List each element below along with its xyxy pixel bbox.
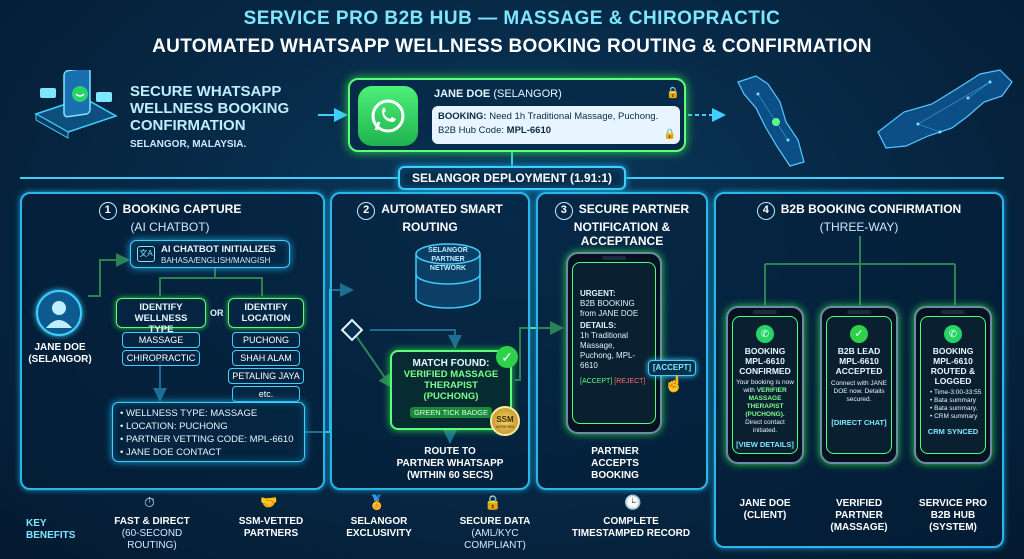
benefit-fast: FAST & DIRECT (60-SECOND ROUTING) [114, 516, 190, 551]
user-icon [36, 290, 82, 336]
lock-icon: 🔒 [484, 494, 502, 510]
step-number: 4 [756, 202, 775, 220]
system-label: SERVICE PRO B2B HUB (SYSTEM) [918, 498, 988, 533]
reject-button[interactable]: [REJECT] [614, 378, 646, 385]
benefit-record: COMPLETE TIMESTAMPED RECORD [571, 516, 691, 539]
partner-accepts-label: PARTNER ACCEPTS BOOKING [591, 446, 639, 481]
type-option-chiropractic[interactable]: CHIROPRACTIC [122, 350, 200, 366]
check-badge-icon: ✓ [496, 346, 518, 368]
client-phone: ✆ BOOKING MPL-6610 CONFIRMED Your bookin… [726, 306, 804, 464]
award-icon: 🏅 [368, 494, 386, 510]
identify-type-box: IDENTIFY WELLNESS TYPE [116, 298, 206, 335]
partner-phone: URGENT: B2B BOOKING from JANE DOE DETAIL… [566, 252, 662, 434]
view-details-button[interactable]: [VIEW DETAILS] [736, 440, 794, 449]
page-subtitle: AUTOMATED WHATSAPP WELLNESS BOOKING ROUT… [152, 36, 872, 57]
location-option-shah-alam[interactable]: SHAH ALAM [232, 350, 300, 366]
direct-chat-button[interactable]: [DIRECT CHAT] [831, 418, 887, 427]
route-label: ROUTE TO PARTNER WHATSAPP (WITHIN 60 SEC… [396, 446, 504, 481]
handshake-icon: 🤝 [260, 494, 278, 510]
lock-icon: 🔒 [663, 129, 676, 140]
panel-smart-routing [330, 192, 530, 490]
message-sender: JANE DOE [434, 88, 491, 100]
step-number: 3 [554, 202, 573, 220]
system-phone: ✆ BOOKING MPL-6610 ROUTED & LOGGED • Tim… [914, 306, 992, 464]
key-benefits-label: KEY BENEFITS [26, 518, 76, 541]
map-icon [728, 62, 1018, 172]
identify-location-box: IDENTIFY LOCATION [228, 298, 304, 328]
step-number: 2 [357, 202, 376, 220]
clock-icon: 🕒 [624, 494, 642, 510]
message-sender-region: (SELANGOR) [493, 88, 562, 100]
benefit-selangor: SELANGOR EXCLUSIVITY [346, 516, 412, 539]
benefit-secure: SECURE DATA (AML/KYC COMPLIANT) [459, 516, 531, 551]
whatsapp-icon: ✆ [944, 325, 962, 343]
type-option-massage[interactable]: MASSAGE [122, 332, 200, 348]
booking-summary: • WELLNESS TYPE: MASSAGE • LOCATION: PUC… [112, 402, 305, 462]
phone-chat-icon [30, 67, 122, 146]
hand-pointer-icon: ☝ [664, 376, 684, 393]
lock-icon: 🔒 [666, 87, 680, 99]
green-tick-badge: GREEN TICK BADGE [409, 407, 493, 418]
step-number: 1 [98, 202, 117, 220]
database-icon [410, 240, 486, 312]
page-title: SERVICE PRO B2B HUB — MASSAGE & CHIROPRA… [243, 8, 781, 29]
check-badge-icon: ✓ [850, 325, 868, 343]
chatbot-box: 文A AI CHATBOT INITIALIZES BAHASA/ENGLISH… [130, 240, 290, 268]
partner-confirm-phone: ✓ B2B LEAD MPL-6610 ACCEPTED Connect wit… [820, 306, 898, 464]
whatsapp-icon: ✆ [756, 325, 774, 343]
client-label: JANE DOE (CLIENT) [739, 498, 791, 521]
location-option-petaling-jaya[interactable]: PETALING JAYA [228, 368, 304, 384]
accept-button-large[interactable]: [ACCEPT] [648, 360, 696, 376]
location-option-puchong[interactable]: PUCHONG [232, 332, 300, 348]
chatbot-icon: 文A [137, 246, 155, 262]
partner-label: VERIFIED PARTNER (MASSAGE) [830, 498, 888, 533]
network-label: SELANGOR PARTNER NETWORK [428, 247, 468, 272]
or-label: OR [210, 308, 224, 318]
hero-title: SECURE WHATSAPP WELLNESS BOOKING CONFIRM… [130, 83, 290, 134]
deployment-label: SELANGOR DEPLOYMENT (1.91:1) [398, 166, 626, 190]
user-label: JANE DOE (SELANGOR) [28, 342, 92, 365]
stopwatch-icon: ⏱ [144, 494, 155, 510]
accept-button[interactable]: [ACCEPT] [580, 378, 613, 385]
whatsapp-message-card: JANE DOE (SELANGOR) 🔒 BOOKING: Need 1h T… [348, 78, 686, 152]
location-option-etc[interactable]: etc. [232, 386, 300, 402]
whatsapp-icon [358, 86, 418, 146]
benefit-ssm: SSM-VETTED PARTNERS [238, 516, 304, 539]
crm-synced-status: CRM SYNCED [927, 427, 979, 436]
message-body: BOOKING: Need 1h Traditional Massage, Pu… [432, 106, 680, 144]
ssm-seal: SSM VERIFIED [490, 406, 520, 436]
hero-location: SELANGOR, MALAYSIA. [130, 139, 247, 150]
